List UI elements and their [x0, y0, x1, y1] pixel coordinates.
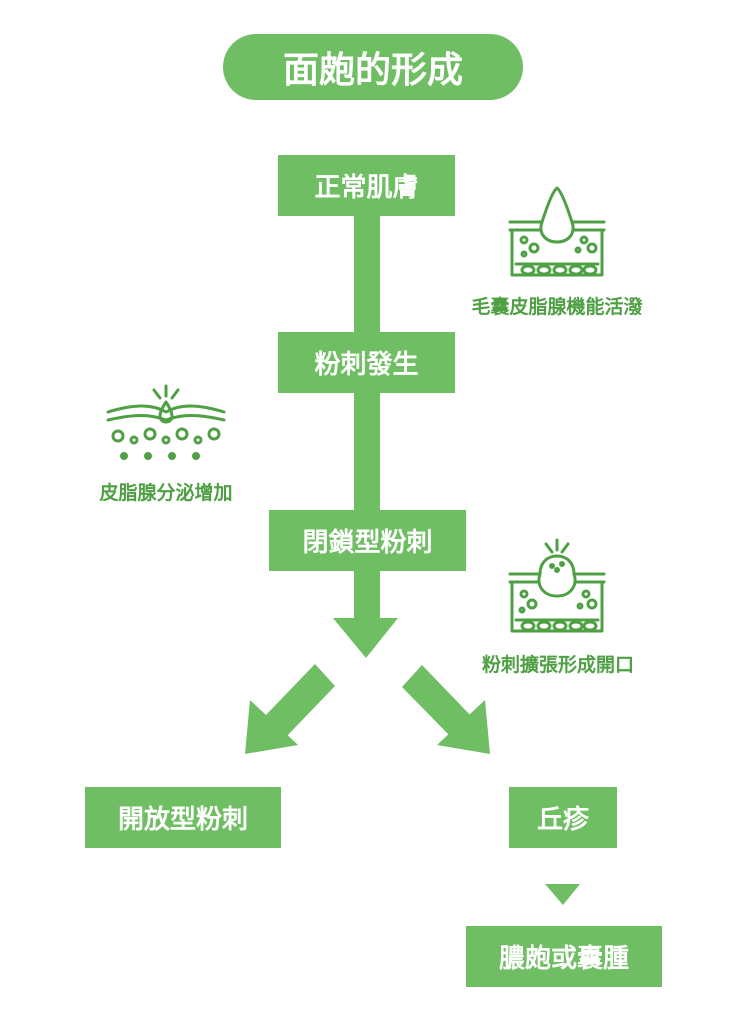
step-pustule-cyst: 膿皰或囊腫: [466, 926, 662, 987]
step-normal-skin: 正常肌膚: [278, 155, 455, 216]
arrow-down-small: [545, 884, 580, 905]
arrow-down-left: [245, 664, 335, 754]
step-closed-comedo: 閉鎖型粉刺: [269, 510, 466, 571]
step-papule: 丘疹: [509, 787, 617, 848]
arrow-down-main: [333, 568, 398, 658]
connector-line-middle: [354, 392, 380, 512]
comedo-opening-icon: [508, 538, 606, 633]
note-comedo-expand: 粉刺擴張形成開口: [481, 654, 634, 676]
sebum-secretion-icon: [106, 384, 226, 460]
skin-follicle-icon: [508, 186, 606, 277]
page-title: 面皰的形成: [223, 34, 523, 100]
note-sebum-increase: 皮脂腺分泌增加: [99, 482, 233, 504]
arrow-down-right: [402, 665, 490, 754]
note-follicle-active: 毛囊皮脂腺機能活潑: [471, 296, 643, 318]
step-comedo-onset: 粉刺發生: [278, 332, 455, 393]
step-open-comedo: 開放型粉刺: [85, 787, 281, 848]
connector-line-top: [354, 214, 380, 340]
